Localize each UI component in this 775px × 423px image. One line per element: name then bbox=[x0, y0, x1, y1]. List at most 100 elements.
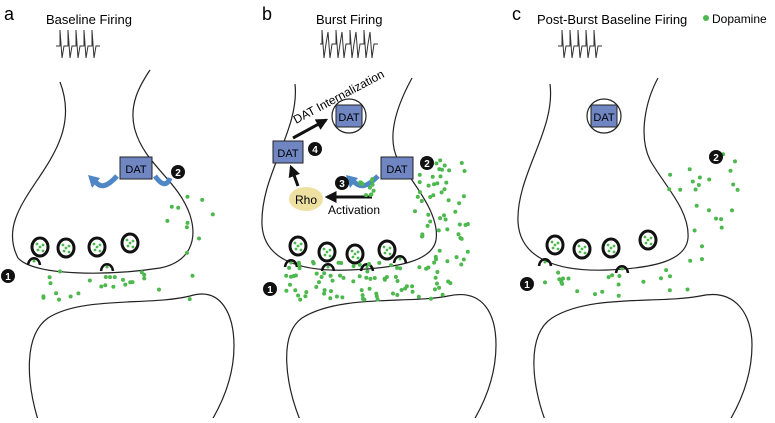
dopamine-molecule bbox=[359, 288, 364, 293]
dopamine-molecule bbox=[187, 297, 192, 302]
dopamine-molecule bbox=[185, 194, 190, 199]
svg-text:4: 4 bbox=[312, 145, 318, 156]
dopamine-molecule bbox=[457, 201, 462, 206]
dopamine-molecule bbox=[399, 288, 404, 292]
dat-transporter-b-left bbox=[272, 140, 304, 164]
dopamine-molecule bbox=[728, 168, 733, 173]
dopamine-molecule bbox=[296, 293, 301, 298]
dopamine-molecule bbox=[719, 217, 724, 222]
panel-b-letter: b bbox=[262, 4, 272, 24]
dopamine-molecule bbox=[428, 195, 433, 199]
dopamine-molecule bbox=[446, 198, 451, 203]
panel-c-spike-train bbox=[558, 29, 602, 59]
dopamine-molecule bbox=[556, 270, 561, 275]
dopamine-molecule bbox=[617, 274, 622, 278]
dopamine-molecule bbox=[435, 181, 440, 186]
dopamine-molecule bbox=[328, 273, 333, 278]
dopamine-molecule bbox=[393, 274, 398, 279]
rho-label: Rho bbox=[295, 193, 317, 207]
dopamine-molecule bbox=[410, 284, 415, 289]
dopamine-molecule bbox=[685, 287, 690, 292]
dopamine-molecule bbox=[459, 262, 464, 267]
dopamine-molecule bbox=[287, 265, 292, 270]
dopamine-molecule bbox=[693, 187, 698, 192]
dopamine-molecule bbox=[319, 275, 324, 279]
dopamine-molecule bbox=[432, 260, 437, 265]
dopamine-molecule bbox=[357, 262, 362, 267]
dopamine-molecule bbox=[328, 296, 333, 301]
dopamine-molecule bbox=[322, 288, 327, 293]
svg-text:1: 1 bbox=[267, 285, 273, 296]
dopamine-molecule bbox=[688, 258, 693, 263]
dopamine-molecule bbox=[707, 177, 712, 182]
dopamine-molecule bbox=[442, 187, 447, 192]
dopamine-molecule bbox=[314, 285, 319, 289]
reuptake-arrowhead-a bbox=[88, 175, 100, 188]
dopamine-molecule bbox=[339, 261, 344, 265]
dopamine-molecule bbox=[610, 273, 615, 278]
dopamine-molecule bbox=[76, 291, 81, 296]
dopamine-molecule bbox=[389, 263, 394, 268]
synaptic-vesicle bbox=[545, 234, 565, 256]
dat-transporter-b-right bbox=[380, 156, 414, 180]
dopamine-molecule bbox=[457, 222, 462, 227]
legend-dopamine-label: Dopamine bbox=[712, 12, 767, 26]
dopamine-molecule bbox=[446, 279, 451, 284]
panel-b-spike-train bbox=[320, 29, 378, 59]
dopamine-molecule bbox=[377, 260, 382, 265]
dopamine-molecule bbox=[41, 295, 46, 300]
svg-text:2: 2 bbox=[175, 168, 181, 179]
dopamine-molecule bbox=[157, 287, 161, 292]
dopamine-molecule bbox=[559, 280, 564, 285]
dopamine-molecule bbox=[375, 297, 380, 302]
synaptic-vesicle bbox=[377, 239, 397, 261]
dopamine-molecule bbox=[360, 293, 365, 298]
dopamine-molecule bbox=[200, 197, 205, 202]
dopamine-molecule bbox=[443, 217, 448, 222]
internalized-dat-vesicle bbox=[331, 98, 367, 134]
release-site bbox=[614, 265, 630, 274]
synaptic-vesicle bbox=[345, 243, 365, 265]
dopamine-molecule bbox=[184, 250, 189, 255]
dopamine-molecule bbox=[696, 183, 701, 187]
dopamine-molecule bbox=[447, 168, 452, 173]
dopamine-molecule bbox=[108, 275, 112, 280]
dopamine-molecule bbox=[415, 194, 420, 199]
dopamine-molecule bbox=[445, 259, 450, 264]
dopamine-molecule bbox=[435, 270, 440, 274]
dat-label-internalized-c: DAT bbox=[593, 112, 614, 124]
dopamine-molecule bbox=[465, 222, 470, 226]
dopamine-molecule bbox=[438, 174, 443, 179]
dopamine-molecule bbox=[54, 291, 59, 296]
dopamine-molecule bbox=[433, 275, 438, 280]
panel-b: b Burst Firing DAT DAT DAT Internalizati… bbox=[261, 4, 497, 421]
synaptic-vesicle bbox=[87, 236, 107, 258]
dopamine-molecule bbox=[395, 279, 400, 283]
rho-protein bbox=[289, 187, 323, 211]
dopamine-molecule bbox=[420, 232, 425, 237]
step-marker: 1 bbox=[1, 269, 15, 283]
dopamine-molecule bbox=[433, 287, 437, 292]
step-marker: 1 bbox=[263, 282, 277, 296]
dopamine-molecule bbox=[298, 297, 303, 302]
dopamine-molecule bbox=[395, 293, 400, 297]
dopamine-molecule bbox=[442, 213, 446, 218]
dopamine-molecule bbox=[410, 289, 415, 294]
dopamine-molecule bbox=[184, 225, 189, 230]
dopamine-molecule bbox=[382, 277, 387, 282]
panel-c-presynaptic-terminal bbox=[517, 77, 689, 271]
synaptic-vesicle bbox=[572, 238, 592, 260]
dopamine-molecule bbox=[426, 212, 431, 217]
dopamine-molecule bbox=[284, 288, 289, 293]
dopamine-molecule bbox=[404, 284, 409, 289]
dopamine-molecule bbox=[707, 208, 711, 213]
dopamine-molecule bbox=[543, 280, 547, 285]
dopamine-molecule bbox=[210, 212, 215, 217]
dopamine-molecule bbox=[435, 281, 439, 286]
dat-transporter-internalized-c bbox=[590, 104, 618, 128]
dopamine-molecule bbox=[48, 281, 53, 286]
step-marker: 2 bbox=[420, 156, 434, 170]
dopamine-molecule bbox=[413, 209, 417, 214]
dopamine-molecule bbox=[566, 276, 571, 281]
